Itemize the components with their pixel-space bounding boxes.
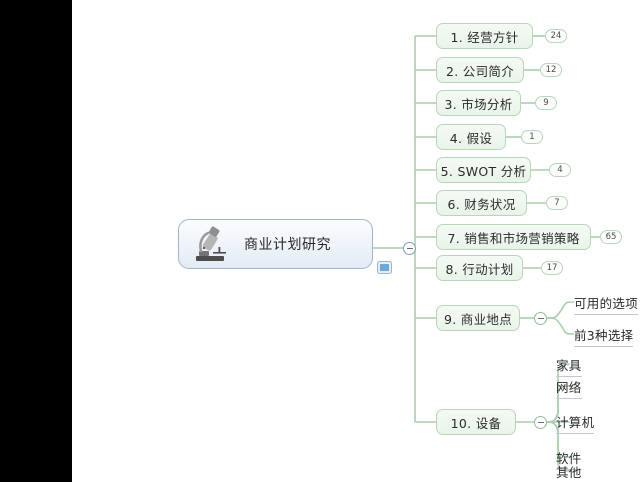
branch-label: 5. SWOT 分析 [440,163,527,179]
badge-value: 4 [557,164,563,175]
badge-count-4: 1 [521,130,543,144]
leaf-label: 软件 [556,451,582,466]
note-attachment-icon[interactable] [377,261,392,274]
badge-value: 12 [545,64,557,75]
badge-count-6: 7 [546,196,568,210]
leaf-equipment-network[interactable]: 网络 [556,377,582,399]
minus-icon [406,248,413,249]
leaf-label: 前3种选择 [574,328,634,343]
badge-count-2: 12 [540,63,562,77]
badge-value: 17 [546,262,558,273]
branch-node-5[interactable]: 5. SWOT 分析 [436,157,531,183]
collapse-toggle-root[interactable] [403,242,416,255]
badge-count-8: 17 [541,261,563,275]
branch-node-1[interactable]: 1. 经营方针 [436,23,533,49]
leaf-equipment-software[interactable]: 软件 [556,448,582,470]
branch-node-3[interactable]: 3. 市场分析 [436,90,521,116]
collapse-toggle-equipment[interactable] [534,416,547,429]
root-node[interactable]: 商业计划研究 [178,219,373,269]
branch-label: 10. 设备 [450,415,502,431]
badge-value: 9 [543,97,549,108]
branch-node-6[interactable]: 6. 财务状况 [436,190,527,216]
branch-node-7[interactable]: 7. 销售和市场营销策略 [436,224,591,250]
microscope-icon [196,226,226,261]
root-label: 商业计划研究 [244,237,331,253]
leaf-label: 其他 [556,465,582,480]
badge-count-1: 24 [545,29,567,43]
minus-icon [537,422,544,423]
branch-label: 3. 市场分析 [444,96,513,112]
badge-value: 1 [529,131,535,142]
branch-node-10[interactable]: 10. 设备 [436,409,516,435]
badge-count-7: 65 [600,230,622,244]
badge-count-3: 9 [535,96,557,110]
branch-label: 6. 财务状况 [447,196,516,212]
branch-node-9[interactable]: 9. 商业地点 [436,305,520,331]
branch-label: 7. 销售和市场营销策略 [447,230,580,246]
badge-value: 7 [554,197,560,208]
branch-label: 9. 商业地点 [444,311,512,327]
badge-count-5: 4 [549,163,571,177]
branch-label: 8. 行动计划 [445,261,514,277]
leaf-label: 可用的选项 [574,296,639,311]
leaf-equipment-computer[interactable]: 计算机 [556,412,595,434]
badge-value: 65 [605,231,617,242]
leaf-equipment-other[interactable]: 其他 [556,462,582,482]
leaf-label: 计算机 [556,415,595,430]
leaf-location-option-1[interactable]: 可用的选项 [574,293,639,315]
collapse-toggle-location[interactable] [534,312,547,325]
leaf-label: 家具 [556,358,582,373]
badge-value: 24 [550,30,562,41]
minus-icon [537,318,544,319]
branch-label: 1. 经营方针 [450,29,519,45]
leaf-label: 网络 [556,380,582,395]
branch-label: 4. 假设 [449,130,493,146]
branch-node-2[interactable]: 2. 公司简介 [436,57,524,83]
leaf-equipment-furniture[interactable]: 家具 [556,355,582,377]
branch-node-4[interactable]: 4. 假设 [436,124,506,150]
branch-label: 2. 公司简介 [446,63,514,79]
leaf-location-option-2[interactable]: 前3种选择 [574,325,634,347]
branch-node-8[interactable]: 8. 行动计划 [436,255,523,281]
left-black-bar [0,0,72,482]
